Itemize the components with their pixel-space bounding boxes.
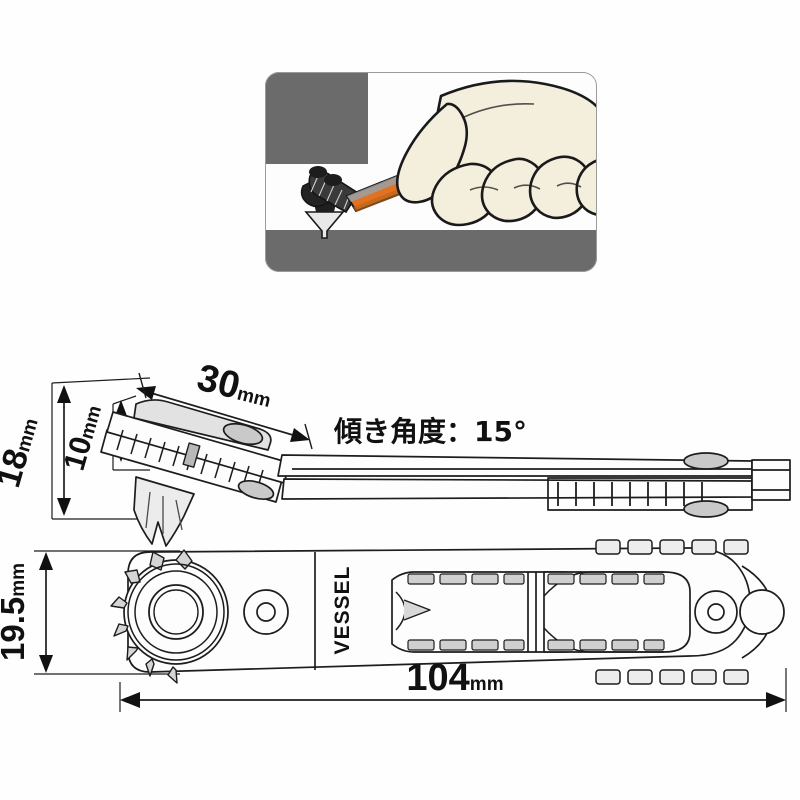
dimension-104mm: 104mm bbox=[406, 657, 503, 699]
grip-pads-top bbox=[595, 539, 749, 555]
photo-gray-band-bottom bbox=[265, 230, 597, 272]
ratchet-gear bbox=[110, 549, 229, 684]
dimension-19-5mm: 19.5mm bbox=[0, 563, 31, 661]
grip-pads-bottom bbox=[595, 669, 749, 685]
photo-gray-block-top bbox=[265, 72, 368, 164]
brand-mark-vessel: VESSEL bbox=[331, 566, 354, 655]
hand-crease-lines bbox=[461, 102, 582, 191]
tilt-angle-note: 傾き角度：15° bbox=[333, 415, 527, 448]
